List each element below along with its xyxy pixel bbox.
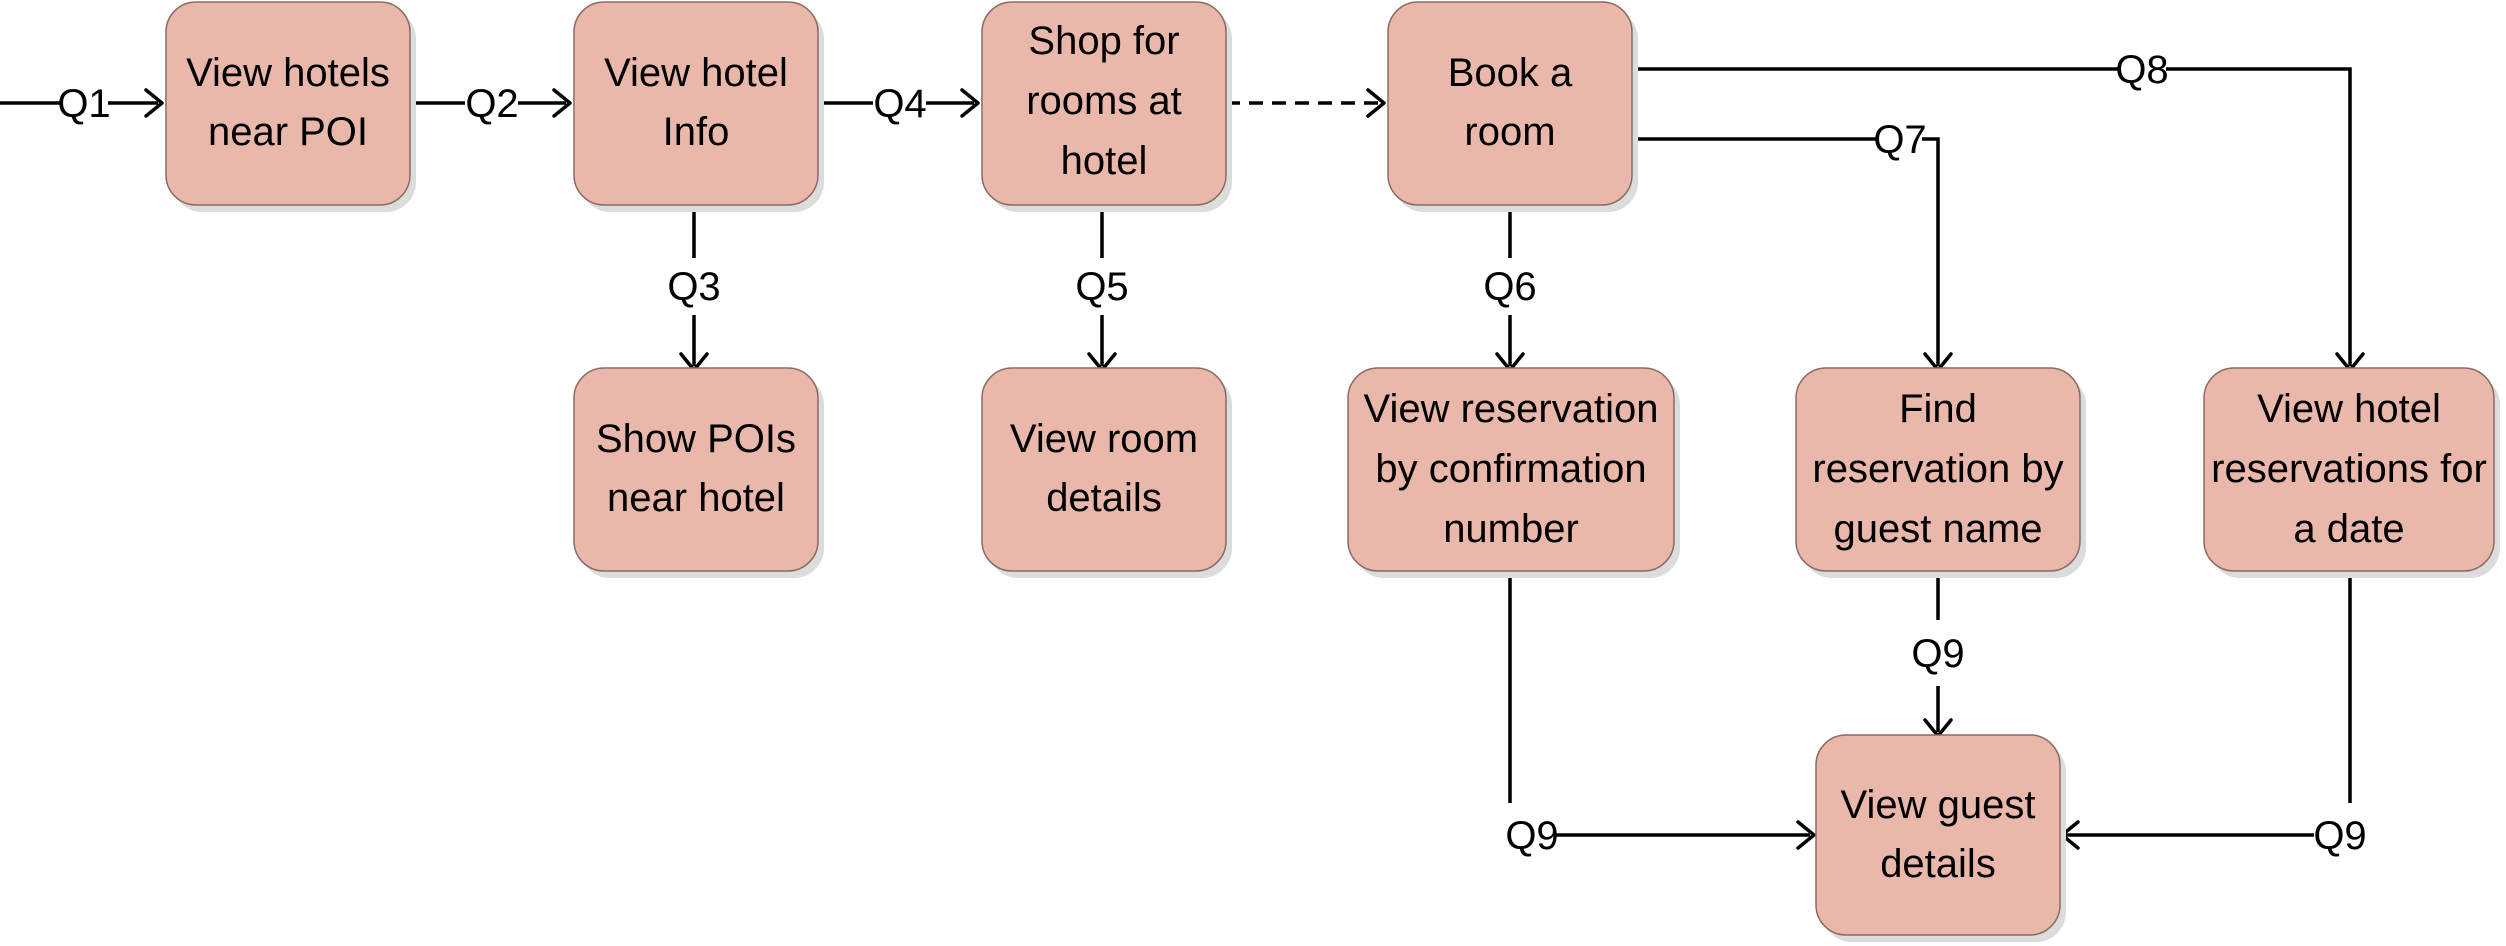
node-book-a-room: Book a room: [1387, 1, 1638, 212]
node-find-reservation-by-guest-name: Find reservation by guest name: [1795, 367, 2086, 578]
node-text-line: number: [1443, 507, 1579, 551]
label-q9-date: Q9: [2313, 814, 2366, 858]
node-show-pois-near-hotel: Show POIs near hotel: [573, 367, 824, 578]
node-text-line: guest name: [1833, 507, 2042, 551]
node-text-line: by confirmation: [1375, 447, 1646, 491]
node-text-line: View hotels: [186, 51, 390, 95]
edge-q7-out: [1922, 137, 1940, 366]
label-q9-confirmation: Q9: [1505, 814, 1558, 858]
node-text-line: a date: [2293, 507, 2404, 551]
edge-q8-out: [2166, 67, 2352, 366]
node-text-line: Show POIs: [596, 417, 796, 461]
node-text-line: View hotel: [2257, 387, 2441, 431]
nodes: View hotels near POI View hotel Info Sho…: [165, 1, 2500, 942]
node-text-line: reservation by: [1812, 447, 2063, 491]
node-text-line: near hotel: [607, 476, 785, 520]
label-q8: Q8: [2115, 48, 2168, 92]
arrow-dashed: [1366, 88, 1386, 118]
label-q3: Q3: [667, 265, 720, 309]
node-view-guest-details: View guest details: [1815, 734, 2066, 942]
edge-labels: Q1 Q2 Q4 Q3 Q5 Q6 Q7 Q8 Q9 Q9 Q9: [57, 48, 2366, 858]
label-q9-guest: Q9: [1911, 632, 1964, 676]
node-text-line: Info: [663, 110, 730, 154]
node-text-line: reservations for: [2211, 447, 2487, 491]
node-text-line: Book a: [1448, 51, 1573, 95]
edges: [0, 67, 2365, 850]
node-text-line: View guest: [1841, 783, 2036, 827]
node-text-line: details: [1046, 476, 1162, 520]
node-text-line: room: [1464, 110, 1555, 154]
label-q5: Q5: [1075, 265, 1128, 309]
node-view-room-details: View room details: [981, 367, 1232, 578]
arrow-q9-confirmation: [1796, 820, 1816, 850]
node-text-line: details: [1880, 842, 1996, 886]
node-text-line: View hotel: [604, 51, 788, 95]
label-q2: Q2: [465, 82, 518, 126]
node-view-hotel-info: View hotel Info: [573, 1, 824, 212]
node-text-line: View reservation: [1364, 387, 1659, 431]
arrow-q2: [552, 88, 572, 118]
label-q4: Q4: [873, 82, 926, 126]
label-q6: Q6: [1483, 265, 1536, 309]
node-text-line: Find: [1899, 387, 1977, 431]
label-q7: Q7: [1873, 118, 1926, 162]
arrow-q1: [144, 88, 164, 118]
node-text-line: View room: [1010, 417, 1198, 461]
node-text-line: near POI: [208, 110, 368, 154]
node-view-hotels-near-poi: View hotels near POI: [165, 1, 416, 212]
label-q1: Q1: [57, 82, 110, 126]
node-view-hotel-reservations-for-a-date: View hotel reservations for a date: [2203, 367, 2500, 578]
node-text-line: hotel: [1061, 139, 1148, 183]
node-view-reservation-by-confirmation-number: View reservation by confirmation number: [1347, 367, 1680, 578]
node-shop-for-rooms-at-hotel: Shop for rooms at hotel: [981, 1, 1232, 212]
node-text-line: Shop for: [1028, 19, 1179, 63]
arrow-q4: [960, 88, 980, 118]
node-text-line: rooms at: [1026, 79, 1182, 123]
